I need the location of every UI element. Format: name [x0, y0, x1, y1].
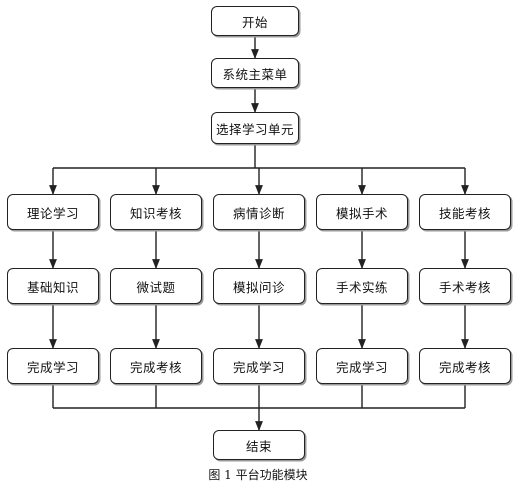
activity-node-micro-quiz: 微试题 — [110, 268, 202, 304]
figure-caption: 图 1 平台功能模块 — [208, 468, 308, 482]
module-node-simulated-surgery: 模拟手术 — [316, 194, 408, 230]
module-node-diagnosis: 病情诊断 — [213, 194, 305, 230]
module-node-knowledge-test: 知识考核 — [110, 194, 202, 230]
select-unit-node: 选择学习单元 — [211, 112, 299, 144]
main-menu-node: 系统主菜单 — [211, 58, 299, 88]
activity-node-surgery-practice: 手术实练 — [316, 268, 408, 304]
activity-node-basic-knowledge: 基础知识 — [7, 268, 99, 304]
result-node-1: 完成学习 — [7, 348, 99, 384]
module-node-skill-test: 技能考核 — [419, 194, 511, 230]
result-node-3: 完成学习 — [213, 348, 305, 384]
result-node-5: 完成考核 — [419, 348, 511, 384]
module-node-theory: 理论学习 — [7, 194, 99, 230]
result-node-4: 完成学习 — [316, 348, 408, 384]
start-node: 开始 — [211, 6, 299, 36]
end-node: 结束 — [213, 430, 305, 460]
activity-node-simulated-consultation: 模拟问诊 — [213, 268, 305, 304]
result-node-2: 完成考核 — [110, 348, 202, 384]
activity-node-surgery-test: 手术考核 — [419, 268, 511, 304]
